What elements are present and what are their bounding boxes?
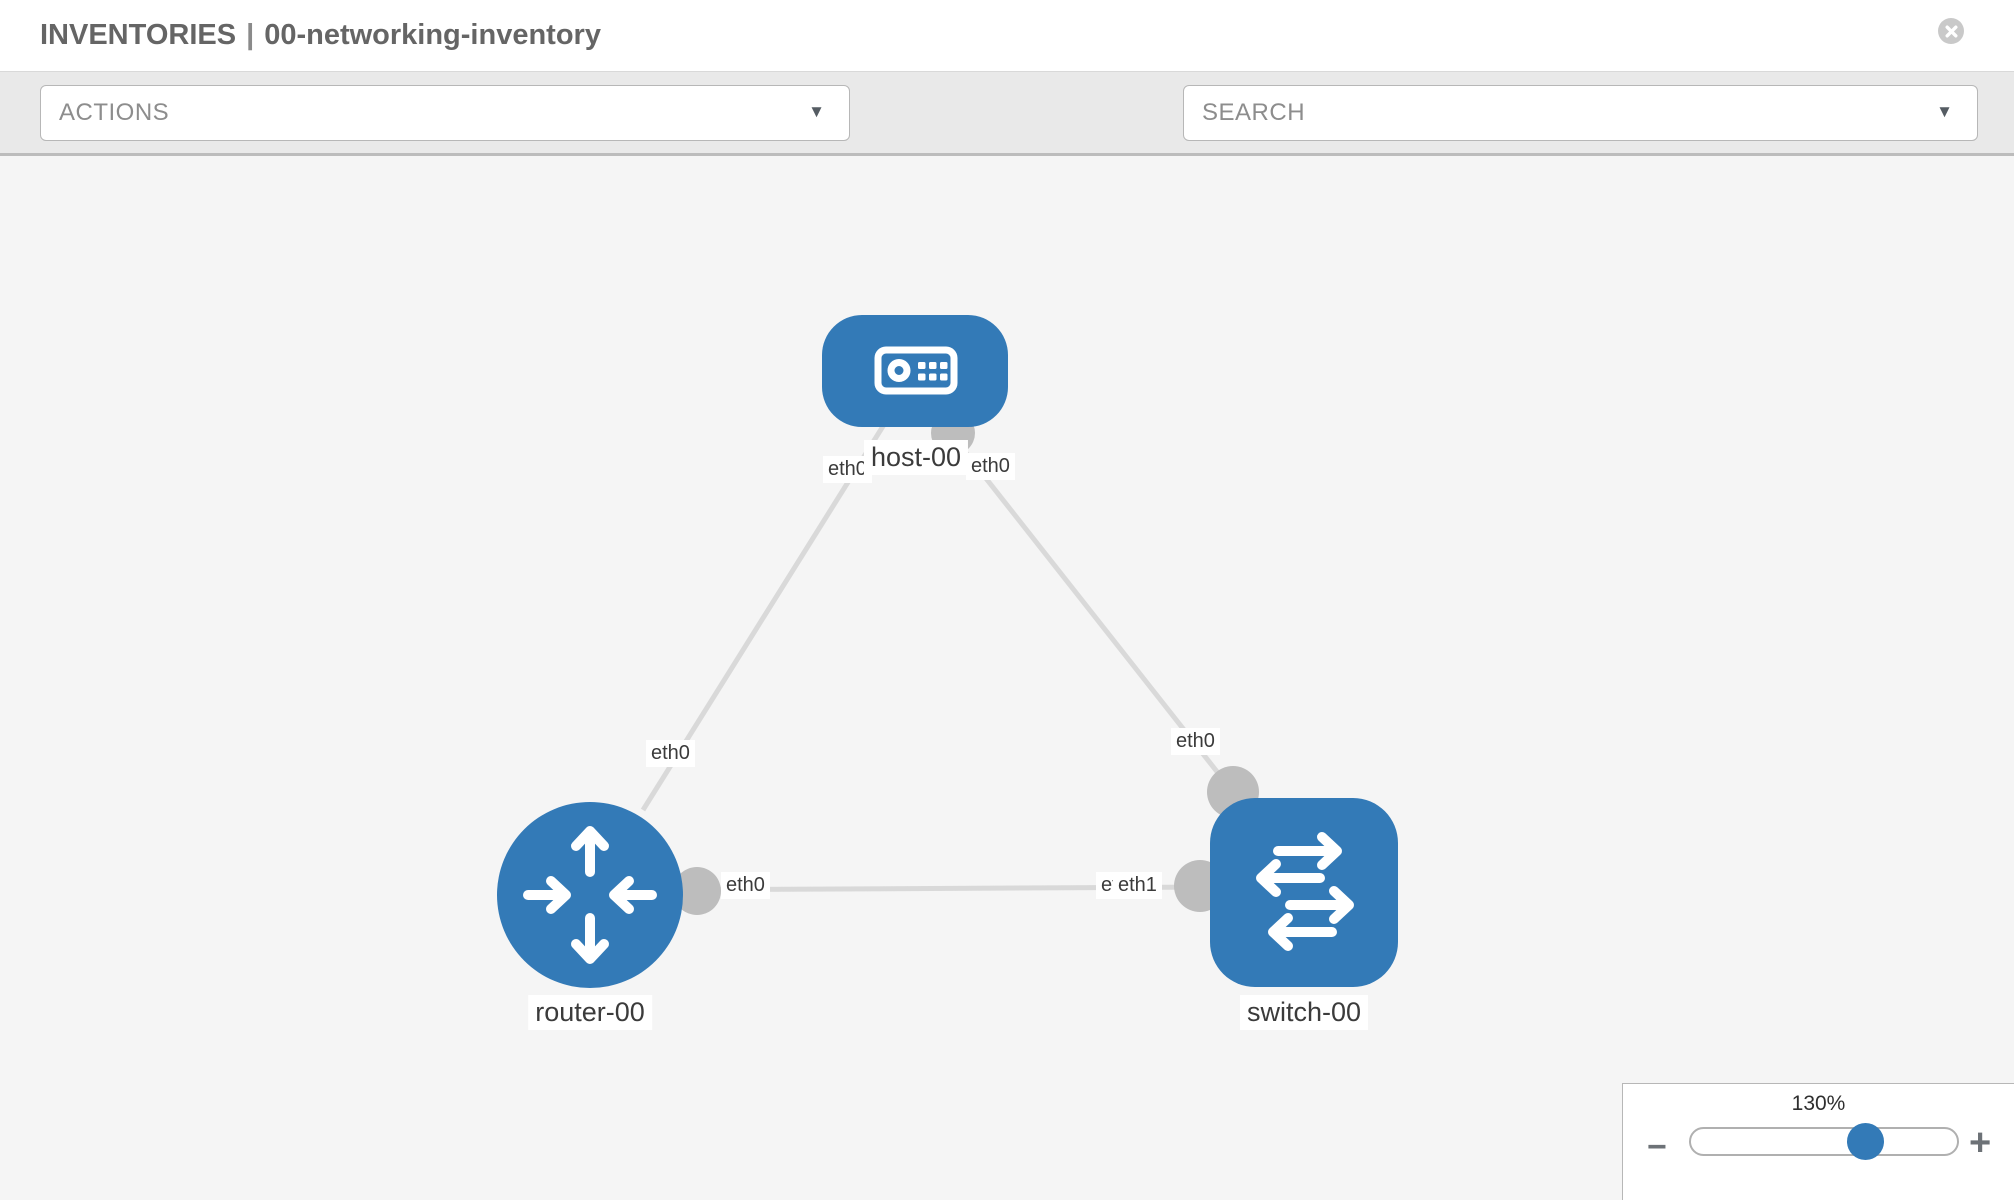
zoom-out-button[interactable]: − [1647,1128,1667,1166]
interface-label: eth0 [1171,728,1220,755]
search-dropdown[interactable]: SEARCH ▼ [1183,85,1978,141]
chevron-down-icon: ▼ [808,102,825,122]
topology-canvas[interactable]: eth0 eth0 eth0 eth0 eth0 eth0 eth1 host-… [0,156,2014,1200]
interface-connector [673,867,721,915]
node-switch-00[interactable] [1210,798,1398,987]
close-icon [1945,25,1957,37]
actions-dropdown[interactable]: ACTIONS ▼ [40,85,850,141]
topology-svg [497,315,1398,988]
zoom-in-button[interactable]: + [1969,1122,1992,1164]
router-icon [523,826,657,964]
zoom-level-label: 130% [1791,1092,1846,1115]
interface-label: eth0 [721,872,770,899]
zoom-panel: 130% − + [1622,1083,2014,1200]
page-title: INVENTORIES | 00-networking-inventory [40,19,601,52]
search-dropdown-label: SEARCH [1202,99,1306,126]
switch-icon [1256,832,1354,951]
page-title-separator: | [246,19,255,51]
chevron-down-icon: ▼ [1936,102,1953,122]
interface-label: eth1 [1113,872,1162,899]
page-title-section: INVENTORIES [40,19,237,51]
interface-label: eth0 [966,453,1015,480]
node-router-00[interactable] [497,802,683,988]
page-title-inventory-name: 00-networking-inventory [264,19,601,51]
host-icon [874,346,958,395]
close-button[interactable] [1938,18,1964,44]
zoom-slider-handle[interactable] [1847,1123,1884,1160]
interface-label: eth0 [823,456,872,483]
actions-dropdown-label: ACTIONS [59,99,170,126]
toolbar: ACTIONS ▼ SEARCH ▼ [0,72,2014,203]
interface-label: eth0 [646,740,695,767]
node-label-host-00: host-00 [863,440,969,476]
zoom-slider-track[interactable] [1689,1123,1959,1160]
node-label-switch-00: switch-00 [1239,995,1369,1031]
node-label-router-00: router-00 [528,995,652,1031]
header: INVENTORIES | 00-networking-inventory [0,0,2014,72]
node-host-00[interactable] [822,315,1008,427]
